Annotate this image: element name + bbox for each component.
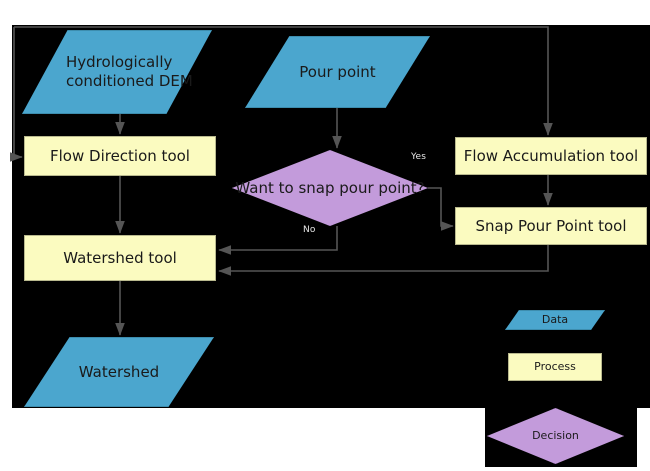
legend-item-decision: Decision — [487, 408, 624, 464]
legend-label: Process — [534, 360, 576, 374]
node-label: Watershed — [78, 362, 160, 381]
node-label: Hydrologically conditioned DEM — [66, 53, 193, 90]
legend-item-data: Data — [505, 310, 605, 330]
node-label: Want to snap pour point? — [235, 178, 425, 197]
node-pour-point[interactable]: Pour point — [245, 36, 430, 108]
legend-label: Data — [541, 313, 569, 327]
node-label: Flow Direction tool — [50, 146, 190, 165]
legend-label: Decision — [532, 429, 579, 443]
node-label: Pour point — [299, 62, 376, 81]
node-label: Watershed tool — [63, 248, 177, 267]
node-decision-want-to-snap-pour-point[interactable]: Want to snap pour point? — [232, 150, 428, 226]
node-flow-accumulation-tool[interactable]: Flow Accumulation tool — [455, 137, 647, 175]
node-watershed-tool[interactable]: Watershed tool — [24, 235, 216, 281]
node-snap-pour-point-tool[interactable]: Snap Pour Point tool — [455, 207, 647, 245]
edge-label-yes: Yes — [411, 152, 427, 162]
node-hydrologically-conditioned-dem[interactable]: Hydrologically conditioned DEM — [22, 30, 212, 114]
node-label: Flow Accumulation tool — [463, 146, 639, 165]
node-watershed[interactable]: Watershed — [24, 337, 214, 407]
node-label: Snap Pour Point tool — [475, 216, 627, 235]
edge-label-no: No — [303, 225, 316, 235]
node-flow-direction-tool[interactable]: Flow Direction tool — [24, 136, 216, 176]
legend-item-process: Process — [508, 353, 602, 381]
